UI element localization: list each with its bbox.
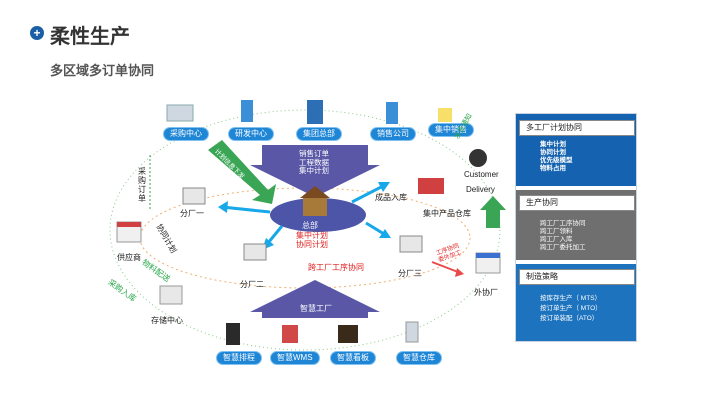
arrow-to-f1: [221, 205, 271, 214]
node-smart-board: 智慧看板: [330, 351, 376, 365]
node-smart-scheduling: 智慧排程: [216, 351, 262, 365]
panel-section-title: 多工厂计划协同: [519, 120, 635, 136]
hq-label: 总部: [302, 221, 318, 230]
node-smart-wms: 智慧WMS: [270, 351, 320, 365]
panel-section-plan: 多工厂计划协同 集中计划 协同计划 优先级模型 物料占用: [516, 114, 636, 186]
plus-circle-icon: +: [30, 26, 44, 40]
arrow-to-f2: [266, 225, 284, 244]
factory-2-label: 分厂二: [240, 280, 264, 289]
hq-plan-text: 集中计划协同计划: [296, 231, 328, 249]
customer-label: Customer: [464, 170, 499, 179]
supplier-label: 供应商: [117, 253, 141, 262]
factory-1-label: 分厂一: [180, 209, 204, 218]
panel-section-items: 按库存生产（ MTS） 按订单生产（ MTO） 按订单装配（ATO）: [540, 295, 602, 322]
info-distribute-arrow: [208, 140, 276, 204]
buildings-icons: [116, 100, 501, 345]
page-title: 柔性生产: [50, 26, 130, 48]
purchase-order-label: 采 购 订 单: [138, 167, 146, 203]
outsource-arrow: [431, 261, 459, 273]
panel-section-title: 制造策略: [519, 269, 635, 285]
node-central-sales: 集中销售: [428, 123, 474, 137]
factory-icons: [182, 187, 423, 261]
finished-in-label: 成品入库: [375, 193, 407, 202]
panel-section-items: 集中计划 协同计划 优先级模型 物料占用: [540, 141, 573, 172]
panel-section-items: 跨工厂工序协同 跨工厂领料 跨工厂入库 跨工厂委托加工: [540, 220, 586, 251]
hq-down-arrow: [250, 145, 380, 197]
arrow-to-finished: [351, 184, 384, 204]
node-sales-company: 销售公司: [370, 127, 416, 141]
panel-section-title: 生产协同: [519, 195, 635, 211]
panel-section-strategy: 制造策略 按库存生产（ MTS） 按订单生产（ MTO） 按订单装配（ATO）: [516, 264, 636, 341]
storage-center-label: 存储中心: [151, 316, 183, 325]
node-purchase-center: 采购中心: [163, 127, 209, 141]
green-dotted-ring: [109, 109, 501, 351]
arrow-to-f3: [365, 221, 385, 236]
delivery-up-arrow: [480, 196, 506, 228]
hq-arrow-text: 销售订单工程数据集中计划: [299, 149, 329, 175]
page-subtitle: 多区域多订单协同: [50, 63, 155, 78]
node-group-hq: 集团总部: [296, 127, 342, 141]
cross-factory-label: 跨工厂工序协同: [308, 263, 364, 272]
smart-factory-up-arrow: [250, 280, 380, 318]
panel-section-production: 生产协同 跨工厂工序协同 跨工厂领料 跨工厂入库 跨工厂委托加工: [516, 190, 636, 260]
strategy-panel: 多工厂计划协同 集中计划 协同计划 优先级模型 物料占用 生产协同 跨工厂工序协…: [515, 113, 637, 342]
node-smart-warehouse: 智慧仓库: [396, 351, 442, 365]
node-rnd-center: 研发中心: [228, 127, 274, 141]
smart-factory-label: 智慧工厂: [300, 304, 332, 313]
factory-3-label: 分厂三: [398, 269, 422, 278]
delivery-label: Delivery: [466, 185, 495, 194]
central-warehouse-label: 集中产品仓库: [423, 209, 471, 218]
outsource-factory-label: 外协厂: [474, 288, 498, 297]
